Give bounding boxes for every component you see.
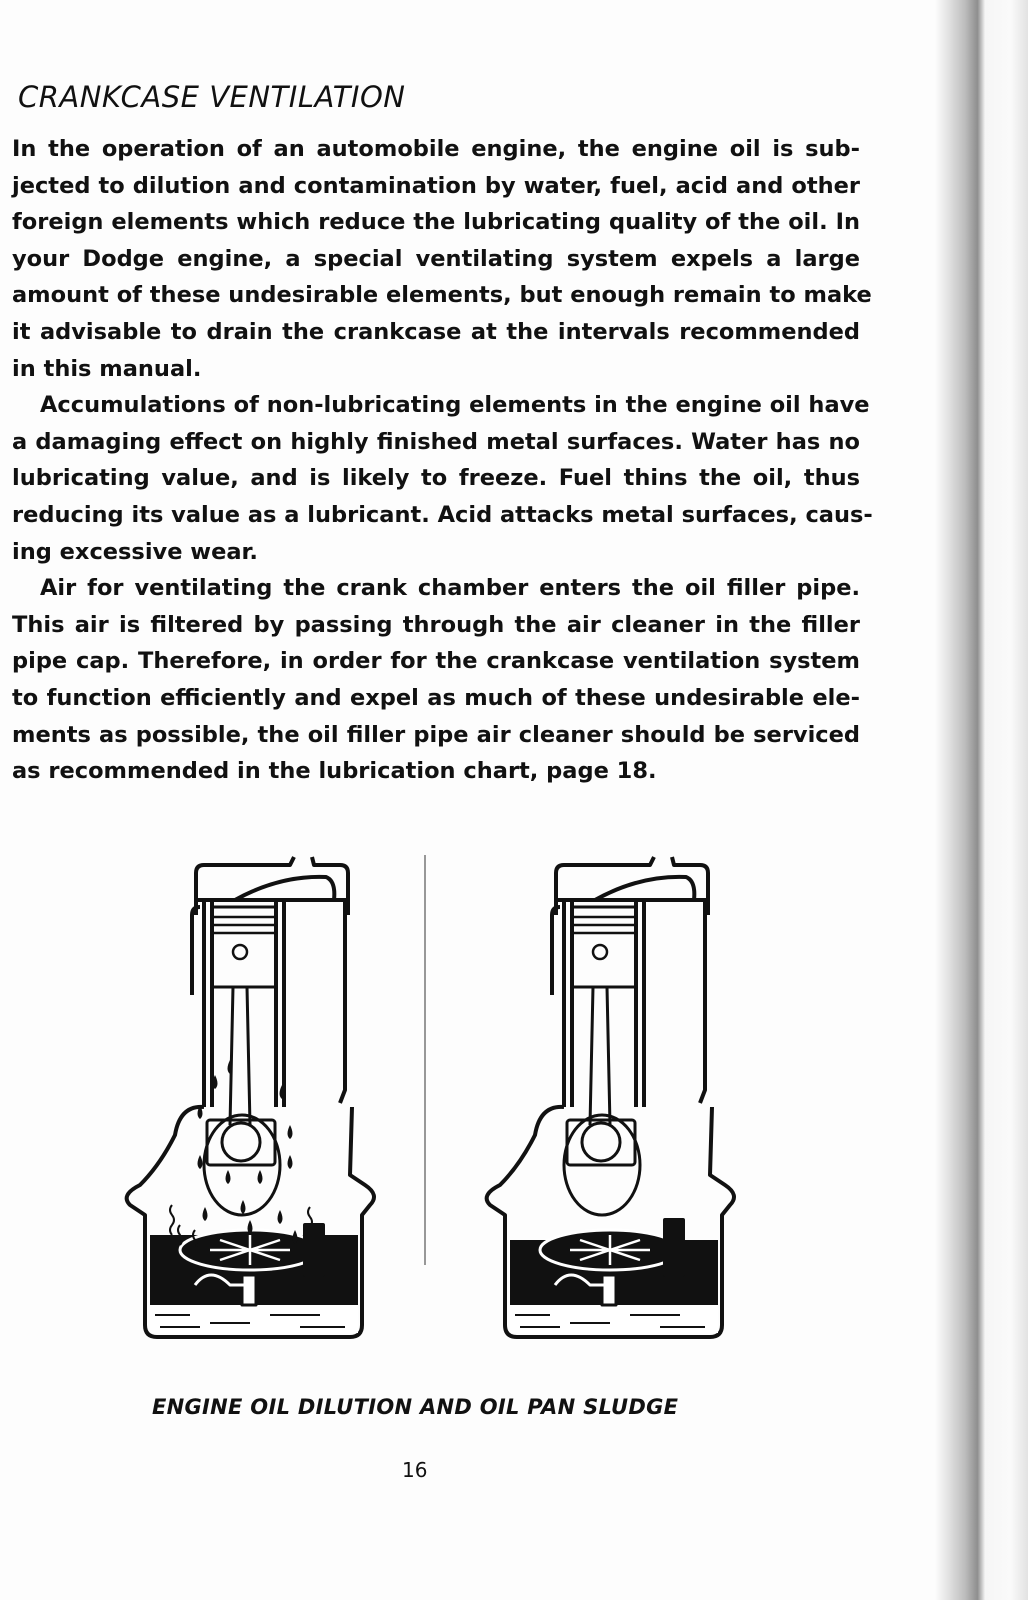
text-line: your Dodge engine, a special ventilating… (12, 245, 860, 272)
text-line: as recommended in the lubrication chart,… (12, 758, 657, 785)
text-line: to function efficiently and expel as muc… (12, 684, 860, 711)
text-line: This air is filtered by passing through … (12, 611, 860, 638)
page-number: 16 (402, 1458, 428, 1482)
text-line: Air for ventilating the crank chamber en… (40, 575, 860, 602)
text-line: lubricating value, and is likely to free… (12, 465, 860, 492)
text-line: Accumulations of non-lubricating element… (40, 392, 870, 419)
text-line: amount of these undesirable elements, bu… (12, 282, 872, 309)
text-line: reducing its value as a lubricant. Acid … (12, 501, 873, 528)
right-engine-diagram (484, 856, 736, 1339)
text-line: it advisable to drain the crankcase at t… (12, 318, 860, 345)
text-line: jected to dilution and contamination by … (12, 172, 860, 199)
figure-caption: ENGINE OIL DILUTION AND OIL PAN SLUDGE (152, 1395, 679, 1419)
next-page-edge (985, 0, 1028, 1600)
engine-illustration (100, 845, 740, 1365)
text-line: foreign elements which reduce the lubric… (12, 209, 860, 236)
paragraph-3: Air for ventilating the crank chamber en… (12, 570, 860, 790)
text-line: a damaging effect on highly finished met… (12, 428, 860, 455)
page-binding-shadow (935, 0, 985, 1600)
paragraph-2: Accumulations of non-lubricating element… (12, 387, 873, 570)
text-line: ing excessive wear. (12, 538, 258, 565)
section-heading: CRANKCASE VENTILATION (18, 80, 406, 114)
text-line: in this manual. (12, 355, 202, 382)
text-line: ments as possible, the oil filler pipe a… (12, 721, 860, 748)
left-engine-diagram (124, 856, 376, 1339)
paragraph-1: In the operation of an automobile engine… (12, 131, 872, 387)
body-text: In the operation of an automobile engine… (12, 131, 873, 790)
text-line: pipe cap. Therefore, in order for the cr… (12, 648, 860, 675)
text-line: In the operation of an automobile engine… (12, 136, 860, 162)
